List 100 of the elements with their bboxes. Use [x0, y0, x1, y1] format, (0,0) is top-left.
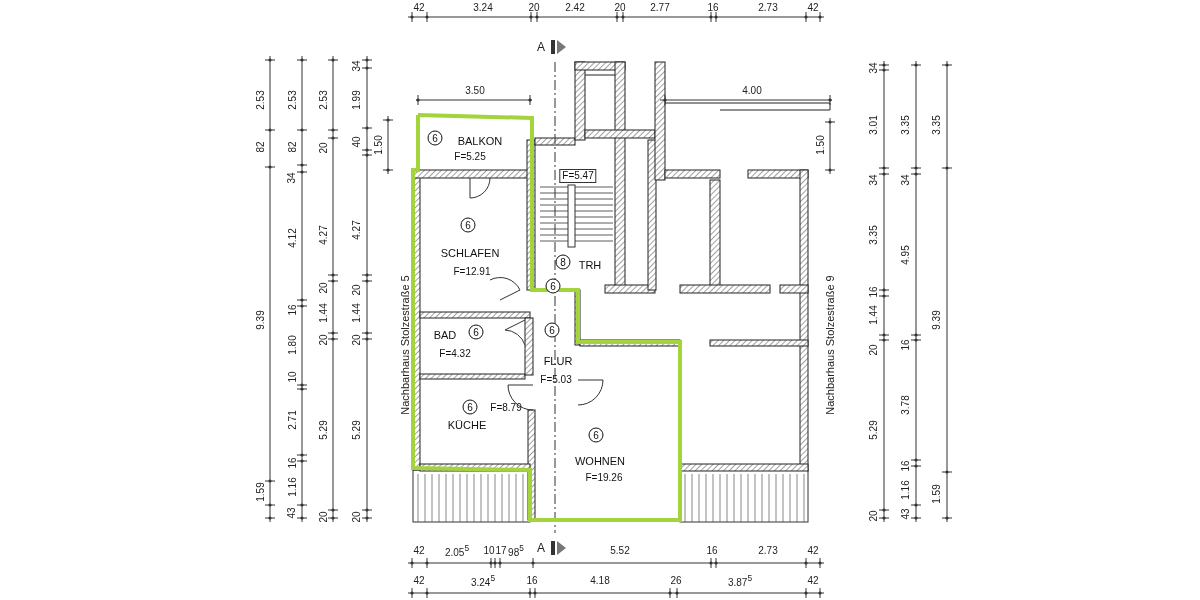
dimension-label: 3.24$^{5}$: [470, 574, 496, 588]
dimension-label: 2.42: [565, 3, 585, 13]
dimension-label: 20: [319, 142, 329, 154]
dimension-label: 16: [707, 3, 719, 13]
dimension-label: 43: [901, 508, 911, 520]
dimension-label: 26: [670, 576, 682, 586]
dimension-label: 3.24: [473, 3, 493, 13]
dimension-label: 42: [807, 546, 819, 556]
dimension-label: 5.29: [319, 420, 329, 440]
dimension-label: 2.53: [288, 90, 298, 110]
dimension-label: 2.77: [650, 3, 670, 13]
dimension-label: 20: [352, 511, 362, 523]
room-number: 6: [545, 278, 561, 294]
dimension-label: 10: [483, 546, 495, 556]
dimension-label: 9.39: [932, 310, 942, 330]
dimension-label: 3.50: [465, 86, 485, 96]
dimension-label: 5.29: [869, 420, 879, 440]
dimension-label: 1.59: [256, 482, 266, 502]
dimension-label: 2.53: [256, 90, 266, 110]
neighbor-building-label: Nachbarhaus Stolzestraße 5: [399, 275, 411, 415]
dimension-label: 2.73: [758, 3, 778, 13]
area-label: F=4.32: [439, 349, 471, 359]
dimension-label: 34: [869, 62, 879, 74]
dimension-label: 4.00: [742, 86, 762, 96]
area-label: F=19.26: [585, 473, 623, 483]
dimension-label: 2.73: [758, 546, 778, 556]
dimension-label: 16: [869, 286, 879, 298]
dimension-label: 4.12: [288, 228, 298, 248]
dimension-label: 9.39: [256, 310, 266, 330]
area-label: F=8.79: [490, 403, 522, 413]
dimension-label: 1.44: [319, 303, 329, 323]
dimension-label: 42: [413, 546, 425, 556]
room-number: 8: [555, 254, 571, 270]
dimension-label: 34: [869, 174, 879, 186]
dimension-label: 20: [352, 284, 362, 296]
dimension-label: 1.44: [869, 305, 879, 325]
dimension-label: 43: [287, 507, 297, 519]
dimension-label: 1.80: [288, 335, 298, 355]
dimension-label: 3.01: [869, 115, 879, 135]
dimension-label: 3.87$^{5}$: [727, 574, 753, 588]
dimension-label: 40: [352, 136, 362, 148]
dimension-label: 20: [319, 511, 329, 523]
dimension-label: 4.27: [352, 220, 362, 240]
dimension-label: 1.59: [932, 484, 942, 504]
dimension-label: 16: [288, 304, 298, 316]
dimension-label: 2.53: [319, 90, 329, 110]
dimension-label: 42: [413, 3, 425, 13]
dimension-label: 20: [869, 510, 879, 522]
section-label: A: [537, 41, 545, 53]
dimension-label: 3.35: [901, 115, 911, 135]
dimension-label: 34: [901, 174, 911, 186]
area-label: F=5.03: [540, 375, 572, 385]
dimension-label: 16: [901, 460, 911, 472]
dimension-label: 20: [352, 334, 362, 346]
dimension-label: 1.50: [374, 135, 384, 155]
dimension-label: 2.71: [288, 410, 298, 430]
dimension-label: 20: [528, 3, 540, 13]
dimension-label: 4.27: [319, 225, 329, 245]
dimension-label: 82: [256, 141, 266, 153]
dimension-label: 20: [614, 3, 626, 13]
room-name: TRH: [578, 259, 602, 271]
room-name: SCHLAFEN: [440, 247, 500, 259]
dimension-label: 4.18: [590, 576, 610, 586]
room-name: BAD: [433, 329, 457, 341]
area-label: F=5.25: [454, 152, 486, 162]
dimension-label: 20: [319, 282, 329, 294]
room-number: 6: [427, 130, 443, 146]
room-number: 6: [460, 217, 476, 233]
dimension-label: 10: [288, 371, 298, 383]
dimension-label: 16: [706, 546, 718, 556]
dimension-label: 42: [413, 576, 425, 586]
room-name: WOHNEN: [574, 455, 626, 467]
dimension-label: 1.16: [901, 480, 911, 500]
room-number: 6: [544, 322, 560, 338]
dimension-label: 5.52: [610, 546, 630, 556]
room-number: 6: [588, 427, 604, 443]
dimension-label: 16: [526, 576, 538, 586]
dimension-label: 5.29: [352, 420, 362, 440]
dimension-label: 17: [495, 546, 507, 556]
dimension-label: 3.78: [901, 395, 911, 415]
dimension-label: 16: [288, 457, 298, 469]
dimension-label: 1.16: [288, 477, 298, 497]
dimension-label: 20: [869, 344, 879, 356]
area-label: F=5.47: [559, 169, 597, 183]
dimension-label: 2.05$^{5}$: [444, 544, 470, 558]
room-number: 6: [462, 399, 478, 415]
dimension-label: 3.35: [932, 115, 942, 135]
dimension-label: 42: [807, 3, 819, 13]
dimension-label: 4.95: [901, 245, 911, 265]
dimension-label: 1.50: [816, 135, 826, 155]
dimension-label: 82: [288, 141, 298, 153]
room-name: BALKON: [457, 135, 503, 147]
dimension-label: 34: [352, 60, 362, 72]
dimension-label: 3.35: [869, 225, 879, 245]
dimension-label: 16: [901, 339, 911, 351]
room-name: FLUR: [543, 355, 573, 367]
section-label: A: [537, 542, 545, 554]
dimension-label: 34: [287, 172, 297, 184]
room-name: KÜCHE: [447, 419, 487, 431]
dimension-label: 20: [319, 334, 329, 346]
